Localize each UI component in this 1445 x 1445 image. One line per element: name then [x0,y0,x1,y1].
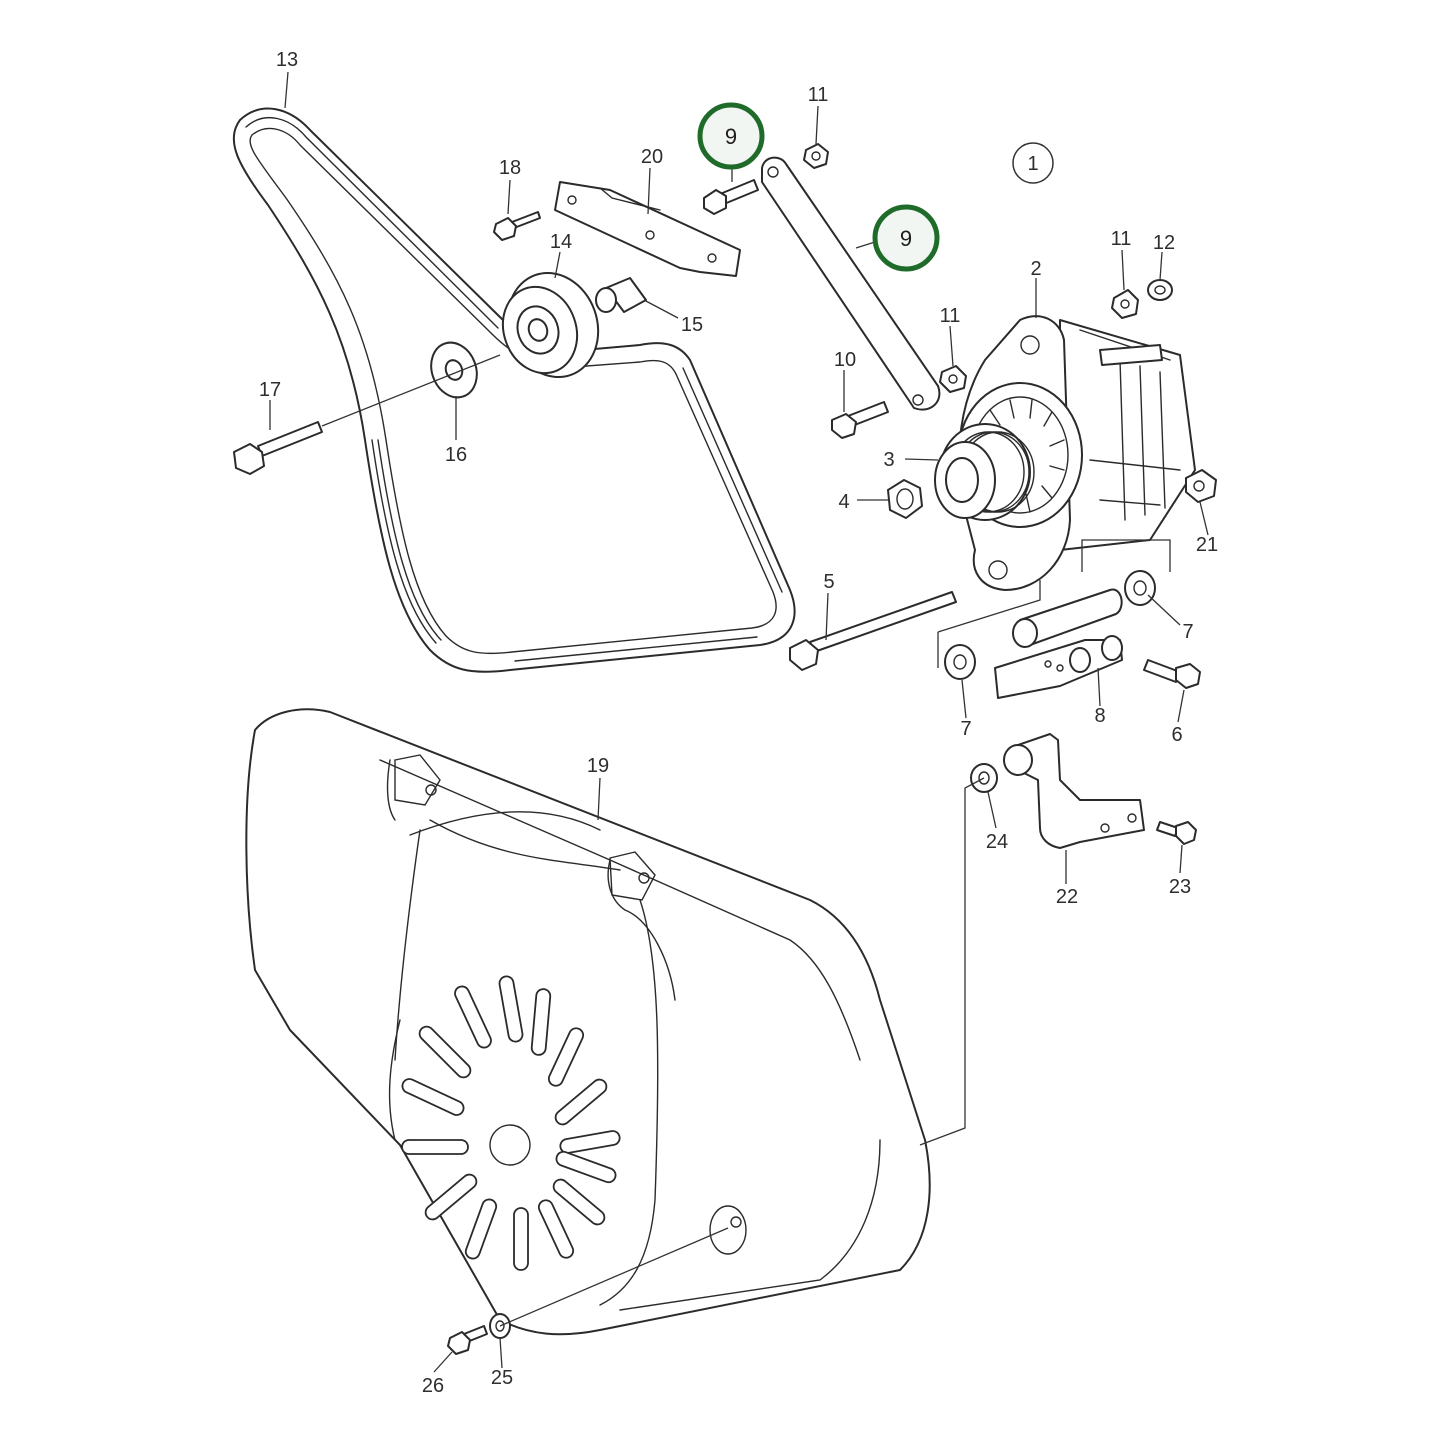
leader-lines [269,71,1209,1373]
label-2: 2 [1030,258,1041,280]
spacer-15 [595,277,647,313]
label-7-right: 7 [1182,621,1193,643]
label-14: 14 [550,231,572,253]
tensioner-bracket [554,181,741,277]
idler-pulley [501,271,600,379]
bolt-26 [447,1227,729,1355]
label-26: 26 [422,1375,444,1397]
label-25: 25 [491,1367,513,1389]
label-9-lower: 9 [900,226,912,251]
bolt-18 [493,211,541,241]
cap-12 [1147,279,1173,301]
label-5: 5 [823,571,834,593]
adjuster-strap-9 [761,156,941,411]
label-3: 3 [883,449,894,471]
nut-21 [1185,469,1217,503]
label-12: 12 [1153,232,1175,254]
alternator-pulley [934,423,1035,521]
pulley-nut [887,479,923,519]
label-22: 22 [1056,886,1078,908]
label-17: 17 [259,379,281,401]
label-10: 10 [834,349,856,371]
washer-7-right [1124,570,1156,606]
label-9-upper: 9 [725,124,737,149]
reference-marker-text: 1 [1027,153,1038,175]
label-19: 19 [587,755,609,777]
highlight-callout-9-upper: 9 [697,102,765,170]
label-23: 23 [1169,876,1191,898]
label-7-left: 7 [960,718,971,740]
part-labels: 13 18 20 14 15 17 16 11 11 12 11 2 10 3 … [259,49,1218,1397]
label-24: 24 [986,831,1008,853]
washer-7-left [944,644,976,680]
label-11-right: 11 [1111,228,1132,250]
nut-11-top [803,143,829,169]
grouping-bracket-lines [937,539,1171,668]
label-18: 18 [499,157,521,179]
adjuster-bolt-9 [703,179,759,215]
mounting-bracket-8 [994,588,1123,699]
label-11-top: 11 [808,84,829,106]
bolt-6 [1143,659,1201,689]
highlight-callout-9-lower: 9 [872,204,940,272]
label-4: 4 [838,491,849,513]
label-20: 20 [641,146,663,168]
label-13: 13 [276,49,298,71]
label-8: 8 [1094,705,1105,727]
reference-marker: 1 [1012,142,1054,184]
washer-16 [430,341,478,399]
nut-11-right [1111,289,1139,319]
guard-mount-leader [919,777,985,1146]
bolt-10 [831,401,889,439]
bolt-17 [233,354,501,475]
label-15: 15 [681,314,703,336]
label-16: 16 [445,444,467,466]
support-bracket-22 [1003,733,1145,849]
nut-11-mid [939,365,967,393]
bolt-23 [1156,821,1197,845]
label-21: 21 [1196,534,1218,556]
bolt-5 [789,591,957,671]
label-6: 6 [1171,724,1182,746]
belt-guard-19 [245,708,931,1336]
label-11-mid: 11 [940,305,961,327]
